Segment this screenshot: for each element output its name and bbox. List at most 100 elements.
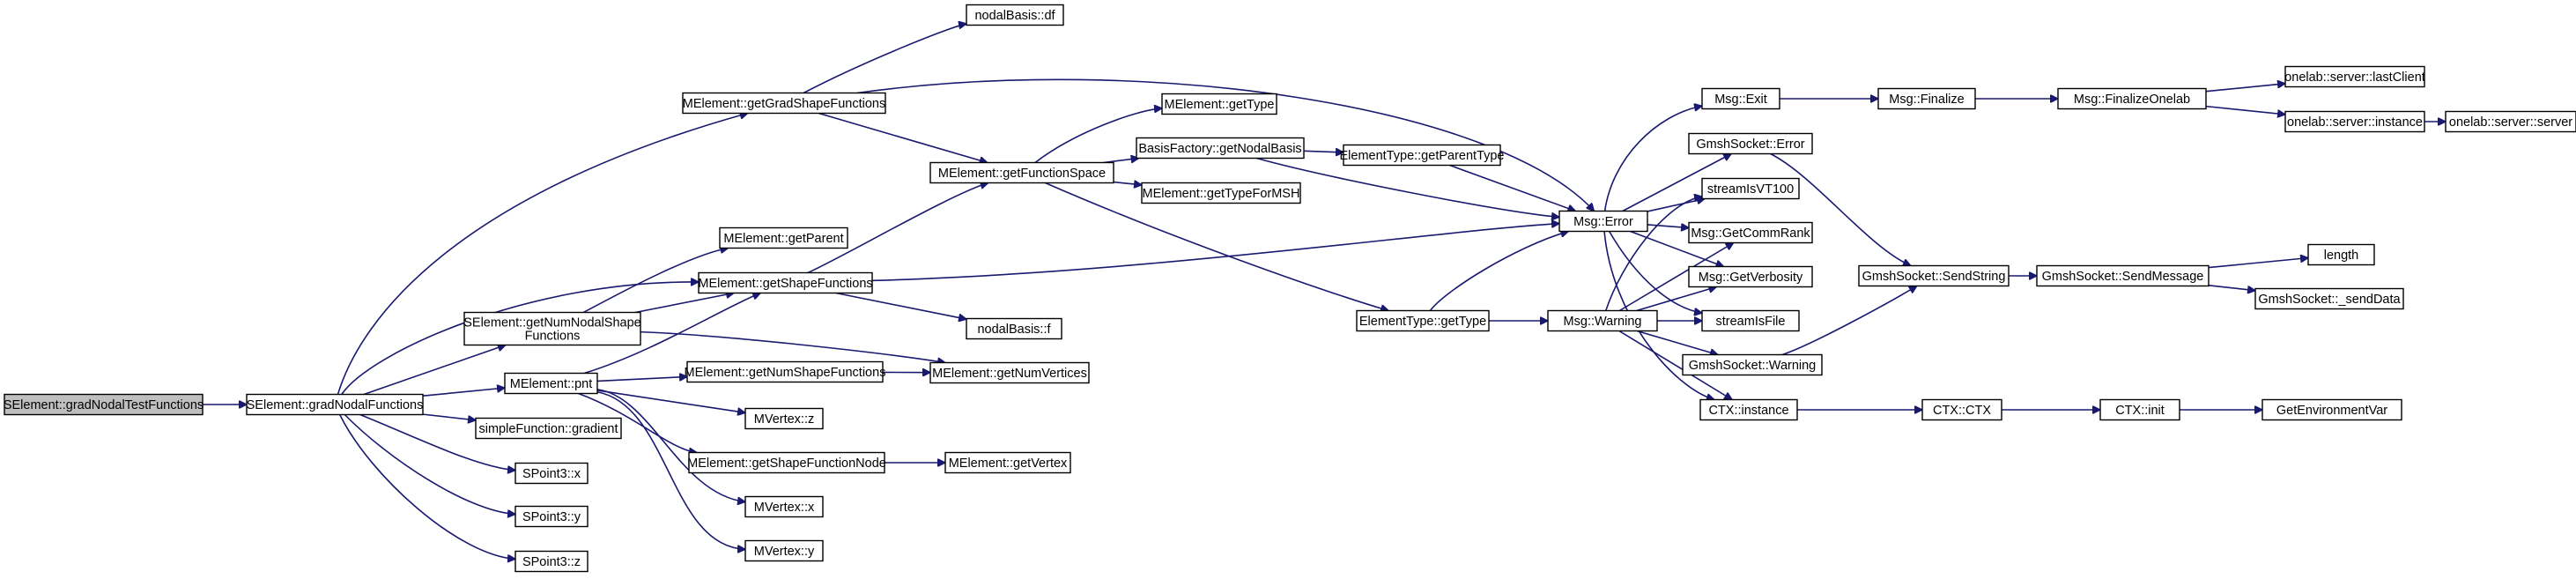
edge-numNodal-to-getParent (582, 249, 728, 314)
edge-funcSpace-to-typeForMSH (1113, 182, 1142, 185)
node-label-numNodal-1: Functions (525, 330, 581, 344)
node-vz[interactable]: MVertex::z (744, 407, 824, 430)
edge-gradNodal-to-pz (338, 414, 515, 560)
node-box-lastClient (2284, 65, 2425, 88)
node-numShape[interactable]: MElement::getNumShapeFunctions (685, 360, 886, 383)
edge-gradNodal-to-pnt (422, 388, 505, 397)
node-label-gradNodal: SElement::gradNodalFunctions (247, 398, 424, 412)
edge-pnt-to-vx (596, 389, 745, 502)
edge-gradNodal-to-px (359, 413, 515, 471)
node-msgFinalize[interactable]: Msg::Finalize (1877, 87, 1976, 110)
node-envVar[interactable]: GetEnvironmentVar (2261, 398, 2402, 421)
node-label-ctxInstance: CTX::instance (1708, 404, 1788, 418)
node-label-gradient: simpleFunction::gradient (479, 422, 618, 436)
node-nodalDf[interactable]: nodalBasis::df (966, 4, 1064, 26)
node-ctxCtx[interactable]: CTX::CTX (1921, 398, 2002, 421)
node-sendString[interactable]: GmshSocket::SendString (1858, 264, 2010, 287)
node-commRank[interactable]: Msg::GetCommRank (1688, 221, 1813, 244)
node-label-px: SPoint3::x (522, 467, 581, 481)
node-shapeFuncs[interactable]: MElement::getShapeFunctions (698, 271, 873, 294)
node-getNodalBasis[interactable]: BasisFactory::getNodalBasis (1136, 137, 1305, 160)
node-nodalF[interactable]: nodalBasis::f (966, 317, 1062, 340)
node-length[interactable]: length (2307, 243, 2375, 266)
node-etGetType[interactable]: ElementType::getType (1356, 309, 1490, 332)
node-box-envVar (2261, 398, 2402, 421)
node-py[interactable]: SPoint3::y (514, 505, 588, 528)
node-box-shapeFuncs (698, 271, 873, 294)
node-funcSpace[interactable]: MElement::getFunctionSpace (929, 161, 1114, 184)
node-getParent[interactable]: MElement::getParent (719, 226, 848, 249)
node-box-getParent (719, 226, 848, 249)
edge-msgError-to-commRank (1647, 225, 1689, 228)
edge-funcSpace-to-getType (1034, 108, 1162, 164)
node-gsError[interactable]: GmshSocket::Error (1688, 132, 1813, 155)
node-gradShape[interactable]: MElement::getGradShapeFunctions (682, 92, 886, 115)
node-finalizeOnelab[interactable]: Msg::FinalizeOnelab (2057, 87, 2207, 110)
node-box-msgWarning (1547, 309, 1658, 332)
node-label-getParentType: ElementType::getParentType (1340, 149, 1505, 163)
node-root[interactable]: SElement::gradNodalTestFunctions (4, 393, 204, 416)
node-box-getParentType (1343, 144, 1501, 167)
node-numVertices[interactable]: MElement::getNumVertices (929, 361, 1090, 384)
edge-gradNodal-to-numNodal (363, 345, 506, 396)
node-pnt[interactable]: MElement::pnt (504, 372, 598, 395)
edge-msgError-to-gsError (1622, 152, 1731, 212)
node-box-typeForMSH (1141, 182, 1301, 204)
node-msgExit[interactable]: Msg::Exit (1701, 87, 1780, 110)
node-isFile[interactable]: streamIsFile (1701, 309, 1800, 332)
node-label-vt100: streamIsVT100 (1707, 182, 1794, 197)
node-label-typeForMSH: MElement::getTypeForMSH (1143, 187, 1300, 201)
node-vt100[interactable]: streamIsVT100 (1701, 177, 1800, 200)
edge-shapeFuncs-to-msgError (871, 224, 1559, 282)
edge-msgWarning-to-verbosity (1636, 287, 1717, 312)
node-ctxInit[interactable]: CTX::init (2099, 398, 2180, 421)
node-box-py (514, 505, 588, 528)
node-px[interactable]: SPoint3::x (514, 462, 588, 485)
node-label-vz: MVertex::z (754, 412, 815, 427)
node-msgError[interactable]: Msg::Error (1558, 210, 1648, 233)
node-lastClient[interactable]: onelab::server::lastClient (2284, 65, 2425, 88)
node-box-getNodalBasis (1136, 137, 1305, 160)
node-getVertex[interactable]: MElement::getVertex (944, 451, 1071, 474)
node-vy[interactable]: MVertex::y (744, 539, 824, 562)
node-box-gradShape (682, 92, 886, 115)
node-box-shapeNode (688, 451, 885, 474)
edge-gradNodal-to-gradient (422, 413, 476, 420)
node-gradNodal[interactable]: SElement::gradNodalFunctions (246, 393, 424, 416)
edge-numNodal-to-numVertices (640, 330, 945, 363)
node-label-getParent: MElement::getParent (723, 232, 843, 246)
edge-pnt-to-shapeFuncs (583, 293, 760, 375)
node-label-envVar: GetEnvironmentVar (2276, 404, 2387, 418)
node-label-getVertex: MElement::getVertex (949, 457, 1068, 471)
node-ctxInstance[interactable]: CTX::instance (1699, 398, 1798, 421)
edge-gradNodal-to-py (344, 413, 515, 515)
node-getParentType[interactable]: ElementType::getParentType (1340, 144, 1505, 167)
node-box-gsWarning (1682, 353, 1823, 376)
node-label-gsError: GmshSocket::Error (1696, 137, 1804, 152)
node-shapeNode[interactable]: MElement::getShapeFunctionNode (687, 451, 886, 474)
node-getType[interactable]: MElement::getType (1161, 93, 1277, 115)
node-verbosity[interactable]: Msg::GetVerbosity (1688, 265, 1813, 288)
node-typeForMSH[interactable]: MElement::getTypeForMSH (1141, 182, 1301, 204)
node-box-msgFinalize (1877, 87, 1976, 110)
edge-gsWarning-to-sendString (1781, 286, 1917, 356)
node-label-sendData: GmshSocket::_sendData (2258, 293, 2401, 307)
node-instanceOL[interactable]: onelab::server::instance (2284, 110, 2425, 133)
node-box-msgExit (1701, 87, 1780, 110)
node-label-serverOL: onelab::server::server (2449, 115, 2572, 130)
edge-pnt-to-numShape (596, 376, 687, 382)
edge-msgWarning-to-vt100 (1605, 197, 1702, 311)
node-sendData[interactable]: GmshSocket::_sendData (2254, 287, 2404, 310)
node-label-pz: SPoint3::z (522, 555, 581, 569)
node-pz[interactable]: SPoint3::z (514, 550, 588, 573)
node-sendMessage[interactable]: GmshSocket::SendMessage (2036, 264, 2210, 287)
node-box-instanceOL (2284, 110, 2425, 133)
node-gsWarning[interactable]: GmshSocket::Warning (1682, 353, 1823, 376)
edge-pnt-to-vz (596, 390, 745, 412)
node-vx[interactable]: MVertex::x (744, 495, 824, 518)
node-msgWarning[interactable]: Msg::Warning (1547, 309, 1658, 332)
node-gradient[interactable]: simpleFunction::gradient (475, 417, 622, 440)
node-serverOL[interactable]: onelab::server::server (2445, 110, 2576, 133)
node-label-isFile: streamIsFile (1716, 315, 1786, 329)
